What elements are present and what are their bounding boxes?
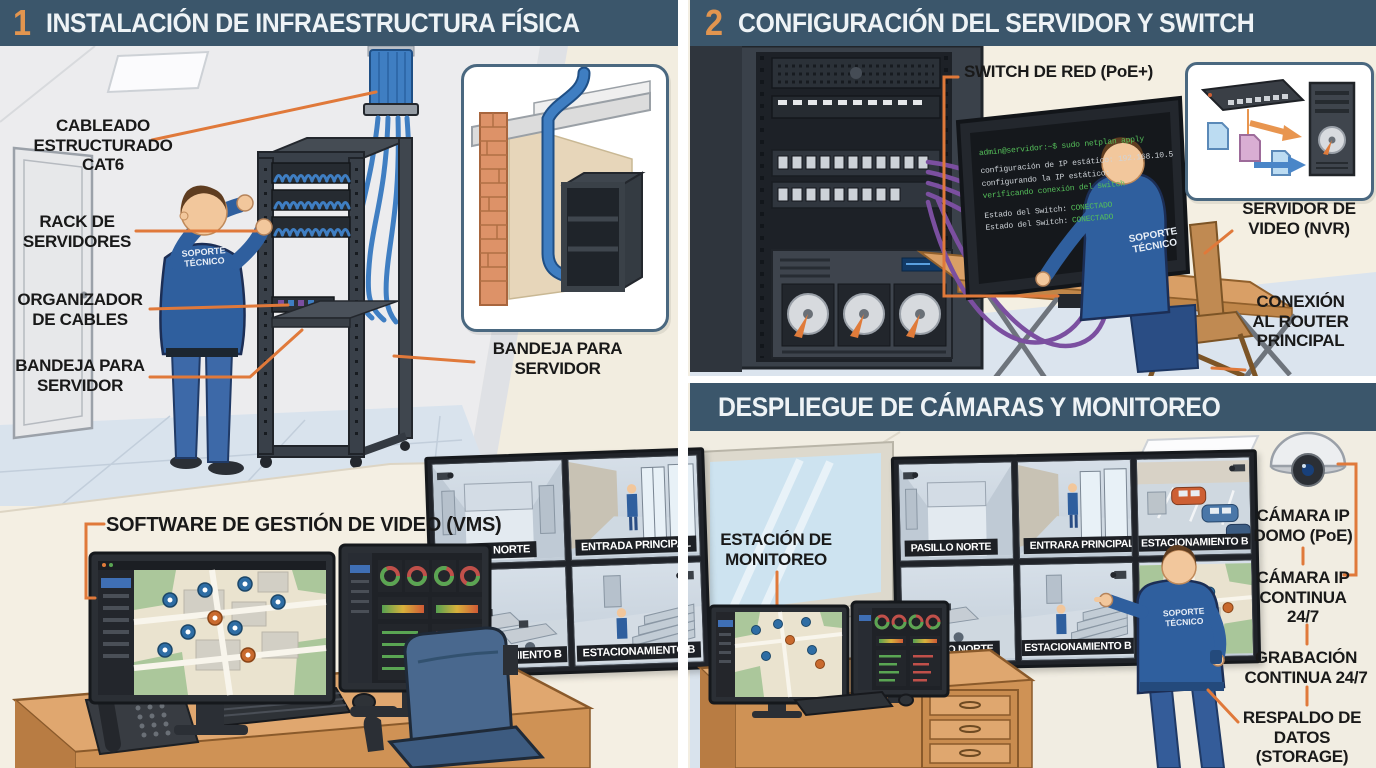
step-number: 1 <box>13 2 32 43</box>
cctv-camera-glyph <box>436 472 454 481</box>
vertical-divider <box>678 0 688 768</box>
label-bandeja-inset: BANDEJA PARA SERVIDOR <box>492 339 623 378</box>
label-respaldo: RESPALDO DE DATOS (STORAGE) <box>1242 708 1362 767</box>
panel3-title: DESPLIEGUE DE CÁMARAS Y MONITOREO <box>718 391 1221 422</box>
map-pins <box>157 576 286 663</box>
status-value: CONECTADO <box>1070 200 1113 213</box>
person-glyph <box>1056 604 1067 634</box>
video-wall-2x2: PASILLO NORTE ENTRADA PRINCIPAL <box>424 447 712 679</box>
file-icon-blue <box>1207 122 1229 150</box>
uniform-badge: SOPORTE TÉCNICO <box>1162 605 1205 628</box>
label-servidor-nvr: SERVIDOR DE VIDEO (NVR) <box>1242 199 1356 238</box>
inset-cable-tray-detail <box>461 64 669 332</box>
map-monitor <box>708 604 850 718</box>
camera-feed-entrance: ENTRADA PRINCIPAL <box>566 454 701 561</box>
server-tower-icon <box>1308 81 1356 177</box>
file-icon-pink <box>1239 134 1261 162</box>
step-number: 2 <box>705 2 724 43</box>
ceiling-light <box>106 50 210 94</box>
bar-tiles <box>378 597 482 619</box>
label-camara-domo: CÁMARA IP DOMO (PoE) <box>1253 506 1353 545</box>
server-tray <box>271 300 399 328</box>
door <box>12 146 94 440</box>
data-flow-illustration <box>1200 78 1356 177</box>
server-rack-2 <box>690 46 984 372</box>
vms-map-monitor <box>88 551 336 735</box>
horizontal-divider <box>688 376 1376 383</box>
mouse <box>898 693 914 707</box>
technician-pointing <box>1094 545 1227 768</box>
arrow-orange <box>1249 120 1302 141</box>
technician-seated <box>1035 137 1259 378</box>
header-panel1: 1 INSTALACIÓN DE INFRAESTRUCTURA FÍSICA <box>0 0 684 46</box>
header-panel2: 2 CONFIGURACIÓN DEL SERVIDOR Y SWITCH <box>690 0 1376 46</box>
panel2-title: CONFIGURACIÓN DEL SERVIDOR Y SWITCH <box>738 7 1255 38</box>
camera-feed-hallway: PASILLO NORTE <box>431 459 566 566</box>
scene-server-config <box>690 46 1376 378</box>
car-orange <box>1171 486 1207 506</box>
cctv-camera-glyph <box>903 472 919 480</box>
dashboard-monitor <box>850 600 950 703</box>
label-estacion: ESTACIÓN DE MONITOREO <box>720 530 832 569</box>
label-switch-red: SWITCH DE RED (PoE+) <box>964 62 1154 81</box>
leader-lines <box>134 90 476 379</box>
switch-icon <box>1200 78 1306 112</box>
header-panel3: DESPLIEGUE DE CÁMARAS Y MONITOREO <box>690 383 1376 431</box>
status-value: CONECTADO <box>1071 212 1114 226</box>
gauge-tiles <box>378 560 482 592</box>
label-grabacion: GRABACIÓN CONTINUA 24/7 <box>1244 648 1368 687</box>
label-camara-continua: CÁMARA IP CONTINUA 24/7 <box>1256 568 1350 627</box>
gauges <box>874 614 941 630</box>
person-glyph <box>626 484 638 531</box>
camera-feed-hallway: PASILLO NORTE <box>897 461 1014 562</box>
terminal-output: admin@servidor:~$ sudo netplan apply con… <box>979 132 1174 235</box>
arrow-blue <box>1254 156 1306 174</box>
leader-line <box>84 522 106 600</box>
label-cableado: CABLEADO ESTRUCTURADO CAT6 <box>33 116 173 175</box>
office-chair <box>350 626 546 768</box>
keyboard <box>793 690 894 717</box>
vms-desk-foreground <box>11 522 595 768</box>
camera-feed-stairs: ESTACIONAMIENTO B <box>1019 561 1136 662</box>
hallway-scene <box>899 465 1013 558</box>
cctv-camera-glyph <box>1229 464 1246 472</box>
mini-rack <box>560 171 646 292</box>
leader-line <box>1206 688 1240 724</box>
brick-column <box>479 112 508 306</box>
leader-lines <box>942 75 1247 372</box>
camera-feed-parking: ESTACIONAMIENTO B <box>1135 456 1252 557</box>
person-glyph <box>1067 483 1079 528</box>
label-rack: RACK DE SERVIDORES <box>22 212 132 251</box>
label-conexion-router: CONEXIÓN AL ROUTER PRINCIPAL <box>1252 292 1349 351</box>
blue-cable-run <box>543 68 589 283</box>
label-bandeja: BANDEJA PARA SERVIDOR <box>15 356 145 395</box>
panel1-title: INSTALACIÓN DE INFRAESTRUCTURA FÍSICA <box>46 7 580 38</box>
label-vms: SOFTWARE DE GESTIÓN DE VIDEO (VMS) <box>106 514 502 536</box>
nvr-unit <box>771 249 953 359</box>
person-glyph <box>615 607 628 639</box>
dome-camera-icon <box>1269 431 1347 487</box>
patch-panels <box>271 162 351 238</box>
label-organizador: ORGANIZADOR DE CABLES <box>17 290 143 329</box>
inset-data-flow <box>1185 62 1374 201</box>
cctv-camera-glyph <box>1110 570 1127 579</box>
technician-figure <box>159 185 273 475</box>
camera-feed-entrance: ENTRARA PRINCIPAL <box>1016 458 1133 559</box>
hdd-bays <box>781 283 947 347</box>
monitoring-desk-foreground <box>697 545 1240 768</box>
drawer-unit <box>921 689 1019 768</box>
cable-tray-illustration <box>471 66 651 306</box>
